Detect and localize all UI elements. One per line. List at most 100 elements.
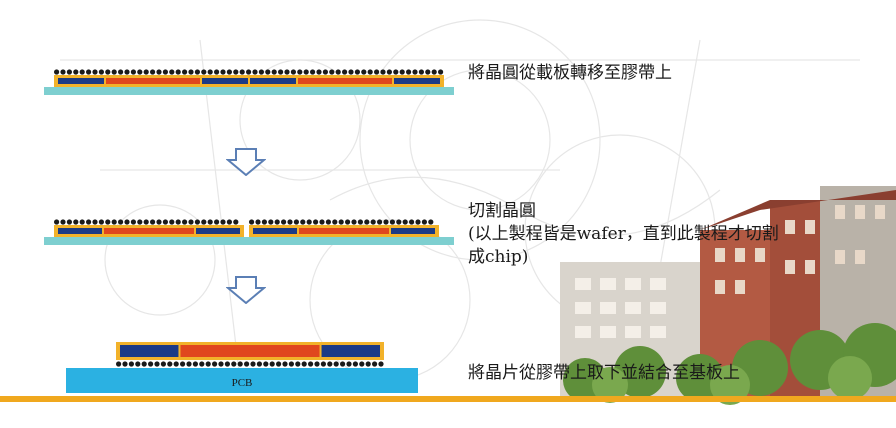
solder-bump <box>389 219 395 225</box>
solder-bump <box>306 219 312 225</box>
solder-bump <box>92 69 98 75</box>
solder-bump <box>175 219 181 225</box>
solder-bump <box>282 361 288 367</box>
down-arrow-icon <box>226 148 266 176</box>
solder-bump <box>274 219 280 225</box>
solder-bump <box>214 219 220 225</box>
pcb-label: PCB <box>232 377 253 389</box>
solder-bump <box>361 69 367 75</box>
solder-bump <box>383 219 389 225</box>
solder-bump <box>237 361 243 367</box>
solder-bump <box>340 361 346 367</box>
solder-bump <box>295 361 301 367</box>
solder-bump <box>128 361 134 367</box>
solder-bump <box>268 219 274 225</box>
step-2-line-3: 成chip) <box>468 247 529 267</box>
solder-bump <box>212 361 218 367</box>
solder-bump <box>141 361 147 367</box>
solder-bump <box>418 69 424 75</box>
solder-bump <box>201 219 207 225</box>
solder-bump <box>233 219 239 225</box>
solder-bump <box>428 219 434 225</box>
solder-bump <box>124 219 130 225</box>
die-blue <box>391 228 435 234</box>
solder-bump <box>98 219 104 225</box>
solder-bump <box>150 219 156 225</box>
solder-bump <box>333 361 339 367</box>
solder-bump <box>313 219 319 225</box>
solder-bump <box>111 219 117 225</box>
solder-bump <box>220 219 226 225</box>
solder-bump <box>130 219 136 225</box>
die-red <box>180 345 320 357</box>
solder-bump <box>167 361 173 367</box>
solder-bump <box>380 69 386 75</box>
solder-bump <box>415 219 421 225</box>
solder-bump <box>290 69 296 75</box>
solder-bump <box>255 219 261 225</box>
solder-bump <box>378 361 384 367</box>
solder-bump <box>116 361 122 367</box>
solder-bump <box>182 69 188 75</box>
solder-bump <box>66 69 72 75</box>
solder-bump <box>322 69 328 75</box>
solder-bump <box>239 69 245 75</box>
solder-bump <box>367 69 373 75</box>
die-red <box>298 78 392 84</box>
solder-bump <box>310 69 316 75</box>
solder-bump <box>173 361 179 367</box>
down-arrow-icon <box>226 276 266 304</box>
solder-bump <box>73 219 79 225</box>
solder-bump <box>199 361 205 367</box>
die-blue <box>250 78 296 84</box>
solder-bump <box>354 69 360 75</box>
solder-bump <box>297 69 303 75</box>
solder-bump <box>186 361 192 367</box>
solder-bump <box>327 361 333 367</box>
solder-bump <box>250 361 256 367</box>
diced-wafer <box>44 219 454 245</box>
solder-bump <box>256 361 262 367</box>
solder-bump <box>118 69 124 75</box>
solder-bump <box>269 361 275 367</box>
solder-bump <box>332 219 338 225</box>
solder-bump <box>293 219 299 225</box>
solder-bump <box>205 361 211 367</box>
solder-bump <box>233 69 239 75</box>
solder-bump <box>409 219 415 225</box>
solder-bump <box>79 219 85 225</box>
solder-bump <box>137 69 143 75</box>
solder-bump <box>148 361 154 367</box>
solder-bump <box>207 219 213 225</box>
solder-bump <box>386 69 392 75</box>
die-blue <box>120 345 179 357</box>
solder-bump <box>342 69 348 75</box>
die-blue <box>321 345 380 357</box>
solder-bump <box>364 219 370 225</box>
solder-bump <box>154 361 160 367</box>
solder-bump <box>393 69 399 75</box>
solder-bump <box>316 69 322 75</box>
solder-bump <box>319 219 325 225</box>
solder-bump <box>73 69 79 75</box>
solder-bump <box>288 361 294 367</box>
campus-building <box>560 186 896 405</box>
solder-bump <box>130 69 136 75</box>
solder-bump <box>137 219 143 225</box>
footer-bar <box>0 396 896 402</box>
step-2-text: 切割晶圓 (以上製程皆是wafer，直到此製程才切割 成chip) <box>468 200 779 269</box>
solder-bump <box>224 361 230 367</box>
solder-bump <box>175 69 181 75</box>
solder-bump <box>338 219 344 225</box>
solder-bump <box>122 361 128 367</box>
solder-bump <box>194 69 200 75</box>
solder-bump <box>301 361 307 367</box>
solder-bump <box>160 361 166 367</box>
die-red <box>104 228 194 234</box>
solder-bump <box>98 69 104 75</box>
solder-bump <box>60 219 66 225</box>
solder-bump <box>357 219 363 225</box>
solder-bump <box>156 69 162 75</box>
solder-bump <box>124 69 130 75</box>
